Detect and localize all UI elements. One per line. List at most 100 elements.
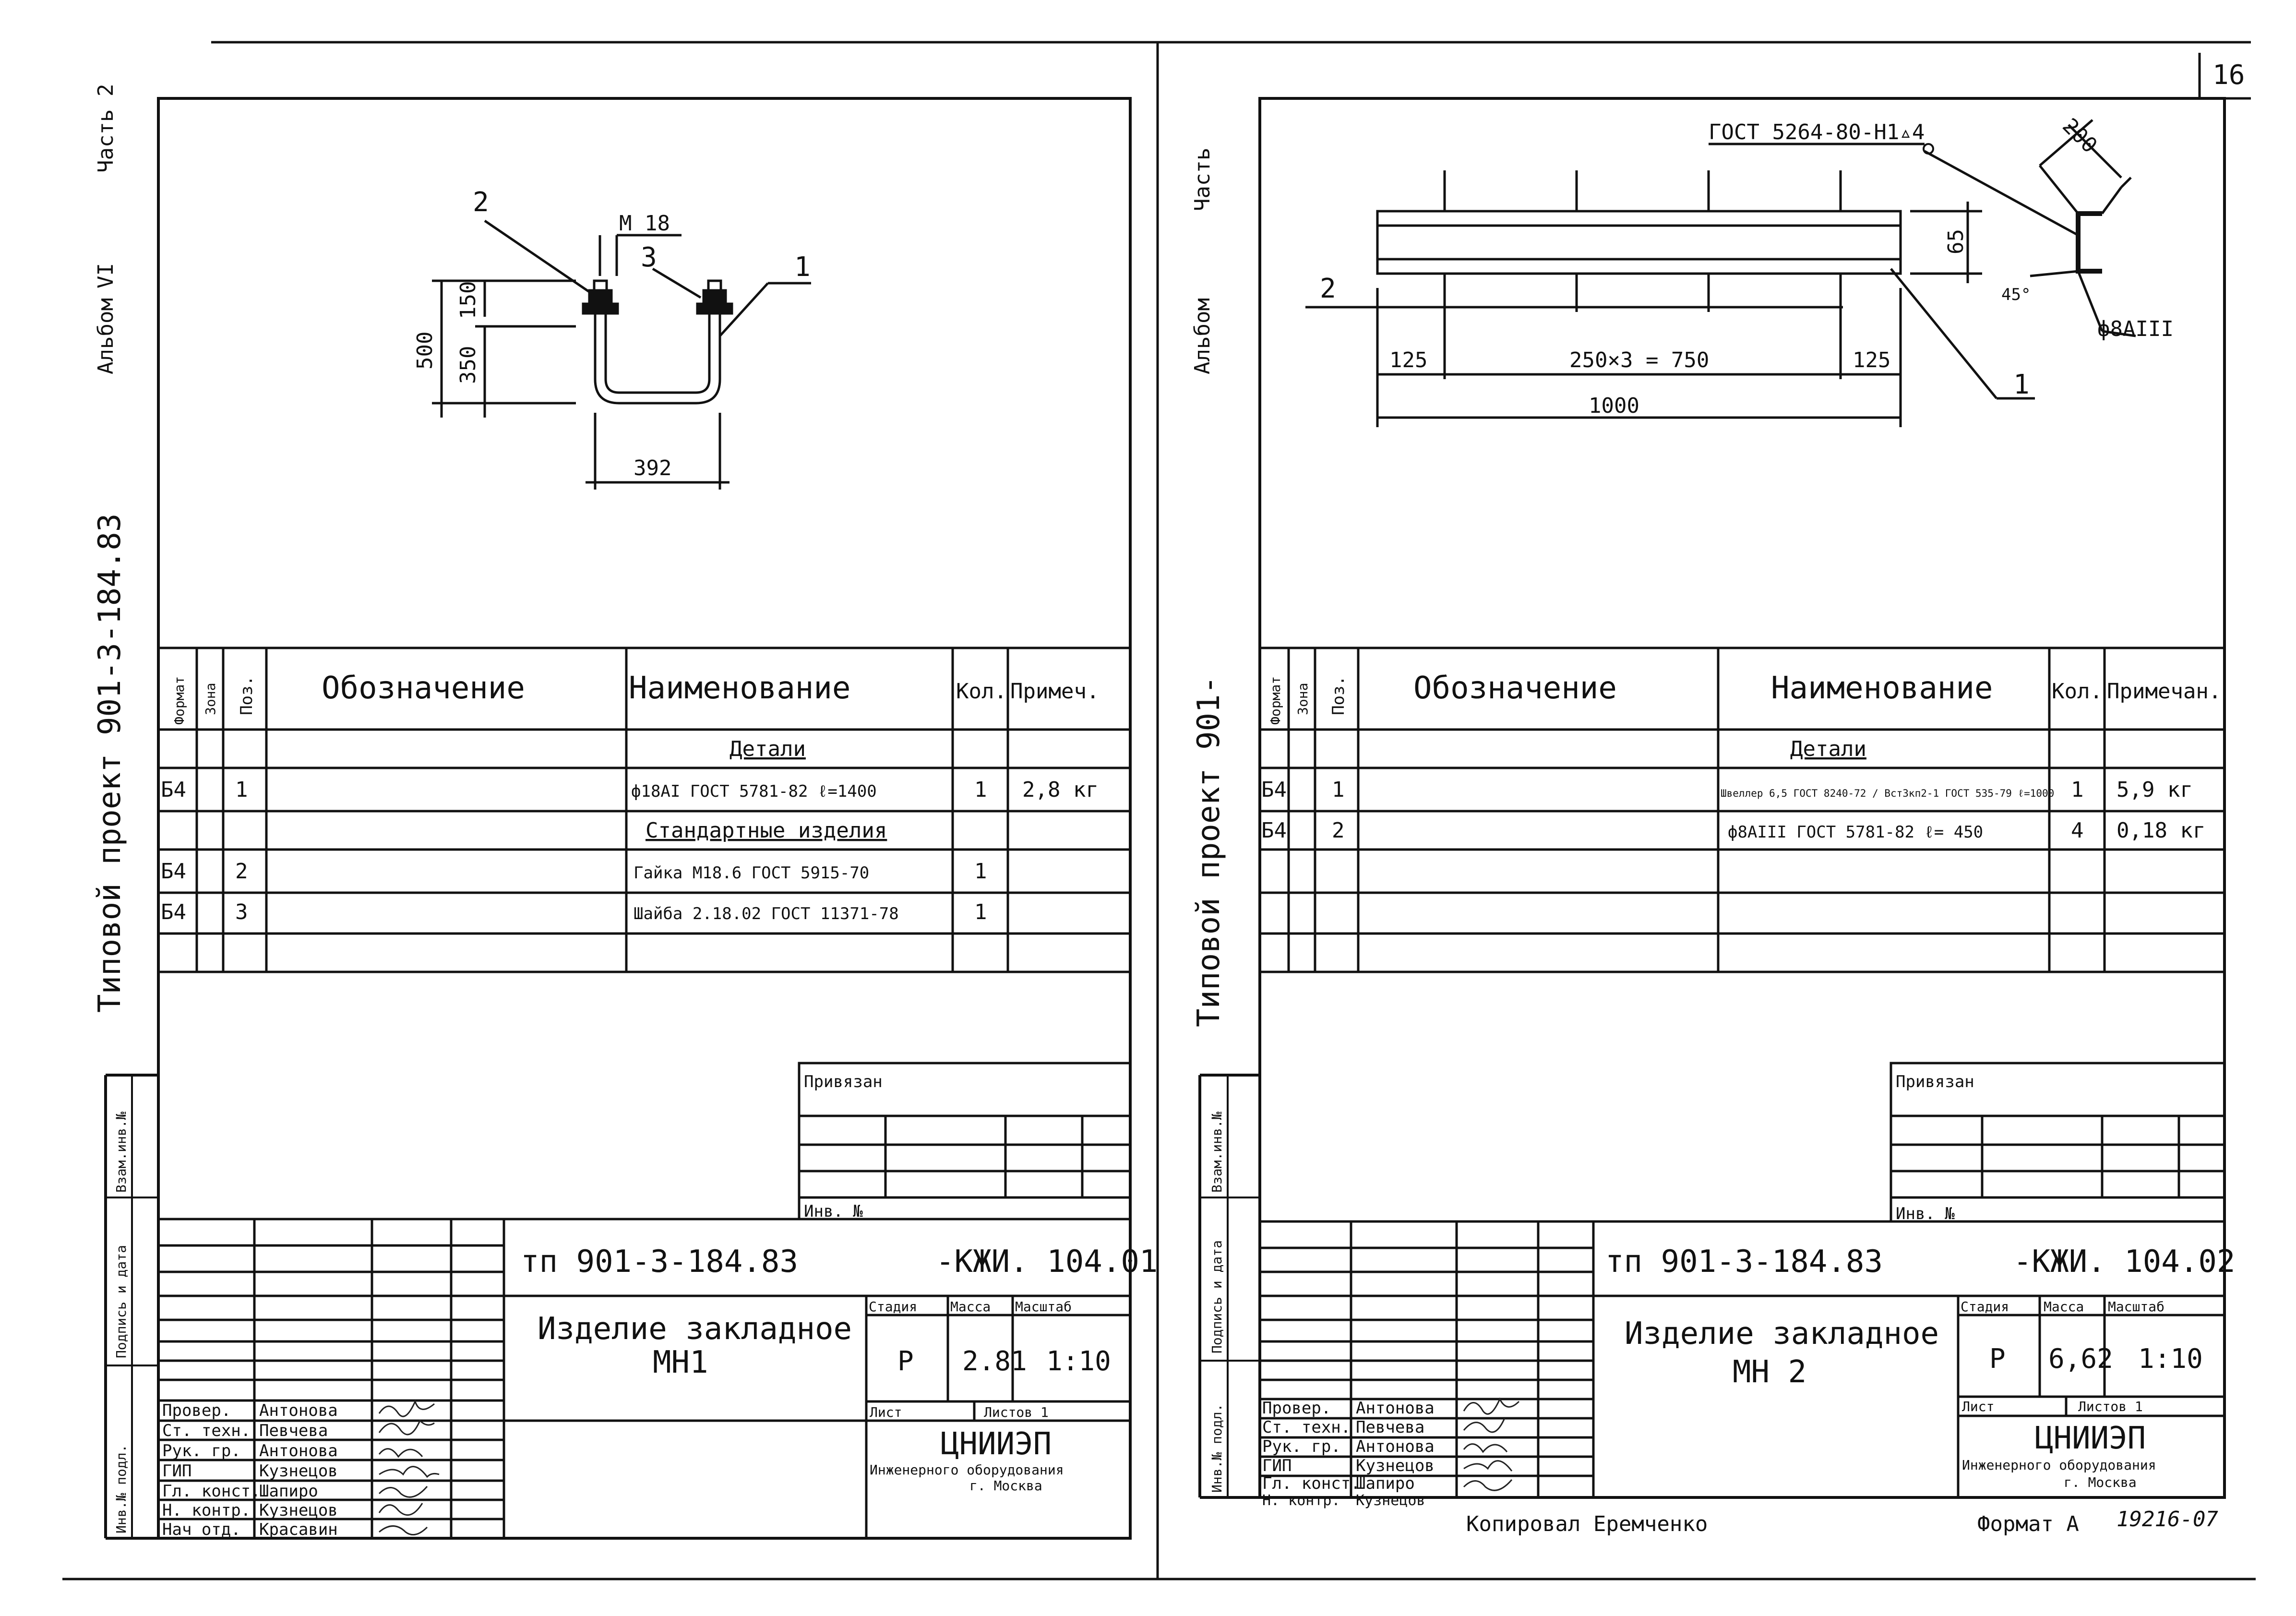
signatory-name: Красавин: [1356, 1495, 1358, 1496]
title-scale: 1:10: [1046, 1346, 1111, 1377]
spec-header-name: Наименование: [1771, 670, 1993, 706]
mh1-dim-350: 350: [456, 346, 480, 384]
spec-row-name: ф18АI ГОСТ 5781-82 ℓ=1400: [631, 782, 877, 801]
spec-header-format: Формат: [171, 676, 187, 725]
margin-stamp-label-3: Взам.инв.№: [113, 1112, 129, 1193]
mh2-dim-125b: 125: [1853, 348, 1890, 372]
spec-row-section-name: Детали: [729, 737, 806, 761]
title-sheet-header: Лист: [870, 1404, 902, 1420]
project-label: Типовой проект 901-3-184.83: [92, 514, 128, 1013]
sheet-number: 16: [2212, 60, 2245, 91]
signatory-role: Провер.: [162, 1401, 231, 1420]
spec-row-name: ф8АIII ГОСТ 5781-82 ℓ= 450: [1728, 823, 1983, 842]
mh1-dim-150: 150: [456, 281, 480, 319]
left-privyazan-grid: [798, 1062, 1132, 1221]
mh2-dim-1000: 1000: [1589, 394, 1639, 418]
right-title-grid: [1260, 1220, 2224, 1497]
left-sheet: Инв.№ подл. Подпись и дата Взам.инв.№ Ал…: [92, 84, 1158, 1540]
spec-header-qty: Кол.: [2052, 679, 2103, 704]
spec-row-pos: 3: [235, 900, 248, 924]
signatory-name: Певчева: [259, 1421, 328, 1440]
album-label: Альбом: [1190, 298, 1215, 374]
left-spec-grid: [158, 646, 1130, 973]
spec-row-pos: 1: [1332, 778, 1345, 802]
signatory-role: Ст. техн.: [1262, 1418, 1351, 1437]
signatory-name: Кузнецов: [259, 1461, 338, 1481]
title-sheets-header: Листов 1: [984, 1404, 1049, 1420]
inv-no-label: Инв. №: [804, 1202, 863, 1221]
spec-row-note: 0,18 кг: [2117, 818, 2205, 843]
title-mass-header: Масса: [2044, 1299, 2084, 1315]
title-stage-header: Стадия: [869, 1299, 917, 1315]
mh2-dim-65: 65: [1944, 229, 1968, 254]
signatory-name: Певчева: [1356, 1418, 1424, 1437]
weld-marker: [1923, 143, 1934, 155]
mh1-drawing: [432, 219, 811, 490]
signatory-role: ГИП: [162, 1461, 191, 1481]
title-name-1: Изделие закладное: [538, 1311, 852, 1347]
margin-stamp-label-1: Инв.№ подл.: [113, 1445, 129, 1533]
mh2-label-1: 1: [2013, 369, 2030, 400]
left-title-grid: [158, 1218, 1130, 1538]
signatory-name: Шапиро: [1356, 1474, 1415, 1493]
title-scale: 1:10: [2138, 1343, 2203, 1375]
right-frame: [1198, 97, 2226, 1499]
title-scale-header: Масштаб: [2108, 1299, 2164, 1315]
title-name-2: МН 2: [1733, 1354, 1806, 1390]
signatory-role: Рук. гр.: [1262, 1437, 1341, 1456]
spec-header-designation: Обозначение: [1413, 670, 1617, 706]
signatory-name: Кузнецов: [259, 1501, 338, 1520]
margin-stamp-label-3: Взам.инв.№: [1209, 1112, 1225, 1193]
signatory-role: Гл. конст.: [1262, 1474, 1361, 1493]
title-sheet-header: Лист: [1962, 1399, 1994, 1414]
mh1-label-2: 2: [473, 187, 489, 218]
mh2-dim-750: 250×3 = 750: [1569, 348, 1709, 372]
inv-no-label: Инв. №: [1896, 1204, 1955, 1223]
spec-row-section-name: Стандартные изделия: [646, 818, 887, 843]
signatory-role: Рук. гр.: [162, 1441, 241, 1460]
spec-row-note: 5,9 кг: [2117, 778, 2193, 802]
title-stage: Р: [1989, 1343, 2006, 1375]
spec-header-zone: Зона: [1295, 683, 1311, 715]
right-sheet: Инв.№ подл. Подпись и дата Взам.инв.№ Ал…: [1190, 97, 2235, 1536]
left-spec-rows: Детали Б4 1 ф18АI ГОСТ 5781-82 ℓ=1400 1 …: [161, 737, 1099, 924]
signatory-role: Н. контр.: [162, 1501, 251, 1520]
mh1-label-3: 3: [641, 242, 657, 273]
spec-header-note: Примечан.: [2107, 679, 2221, 704]
signatory-role: Н. контр.: [1262, 1492, 1340, 1509]
title-org-2: Инженерного оборудования: [1962, 1457, 2156, 1473]
signatory-role: Нач отд.: [162, 1520, 241, 1539]
title-stage: Р: [897, 1346, 914, 1377]
privyazan-label: Привязан: [1896, 1072, 1974, 1091]
spec-header-name: Наименование: [629, 670, 850, 706]
title-sheet-code: -КЖИ. 104.01: [936, 1244, 1158, 1280]
signatory-role: Гл. конст.: [162, 1482, 261, 1501]
spec-row-name: Гайка М18.6 ГОСТ 5915-70: [634, 863, 869, 883]
format-label: Формат А: [1977, 1512, 2079, 1536]
title-org: ЦНИИЭП: [941, 1426, 1052, 1462]
mh2-drawing: [1305, 119, 2136, 427]
spec-row-fmt: Б4: [1261, 818, 1287, 843]
margin-stamp-label-2: Подпись и дата: [1209, 1240, 1225, 1353]
project-label: Типовой проект 901-: [1191, 676, 1227, 1027]
title-name-2: МН1: [653, 1345, 708, 1380]
title-org-3: г. Москва: [2064, 1474, 2137, 1490]
part-label: Часть: [1190, 148, 1215, 211]
signatory-name: Антонова: [1356, 1437, 1435, 1456]
copied-by: Копировал Еремченко: [1466, 1512, 1708, 1536]
spec-row-qty: 1: [974, 778, 987, 802]
margin-stamp-label-1: Инв.№ подл.: [1209, 1404, 1225, 1493]
title-mass-header: Масса: [950, 1299, 991, 1315]
spec-row-fmt: Б4: [161, 900, 186, 924]
spec-header-qty: Кол.: [956, 679, 1007, 704]
spec-header-designation: Обозначение: [322, 670, 525, 706]
spec-row-pos: 2: [235, 859, 248, 884]
spec-row-fmt: Б4: [161, 778, 186, 802]
right-spec-rows: Детали Б4 1 Швеллер 6,5 ГОСТ 8240-72 / В…: [1261, 737, 2205, 843]
signatory-role: Провер.: [1262, 1399, 1331, 1418]
signatory-name: Кузнецов: [1356, 1492, 1425, 1509]
spec-row-qty: 4: [2071, 818, 2084, 843]
mh1-label-m18: М 18: [619, 211, 670, 236]
signatory-name: Кузнецов: [1356, 1456, 1435, 1475]
